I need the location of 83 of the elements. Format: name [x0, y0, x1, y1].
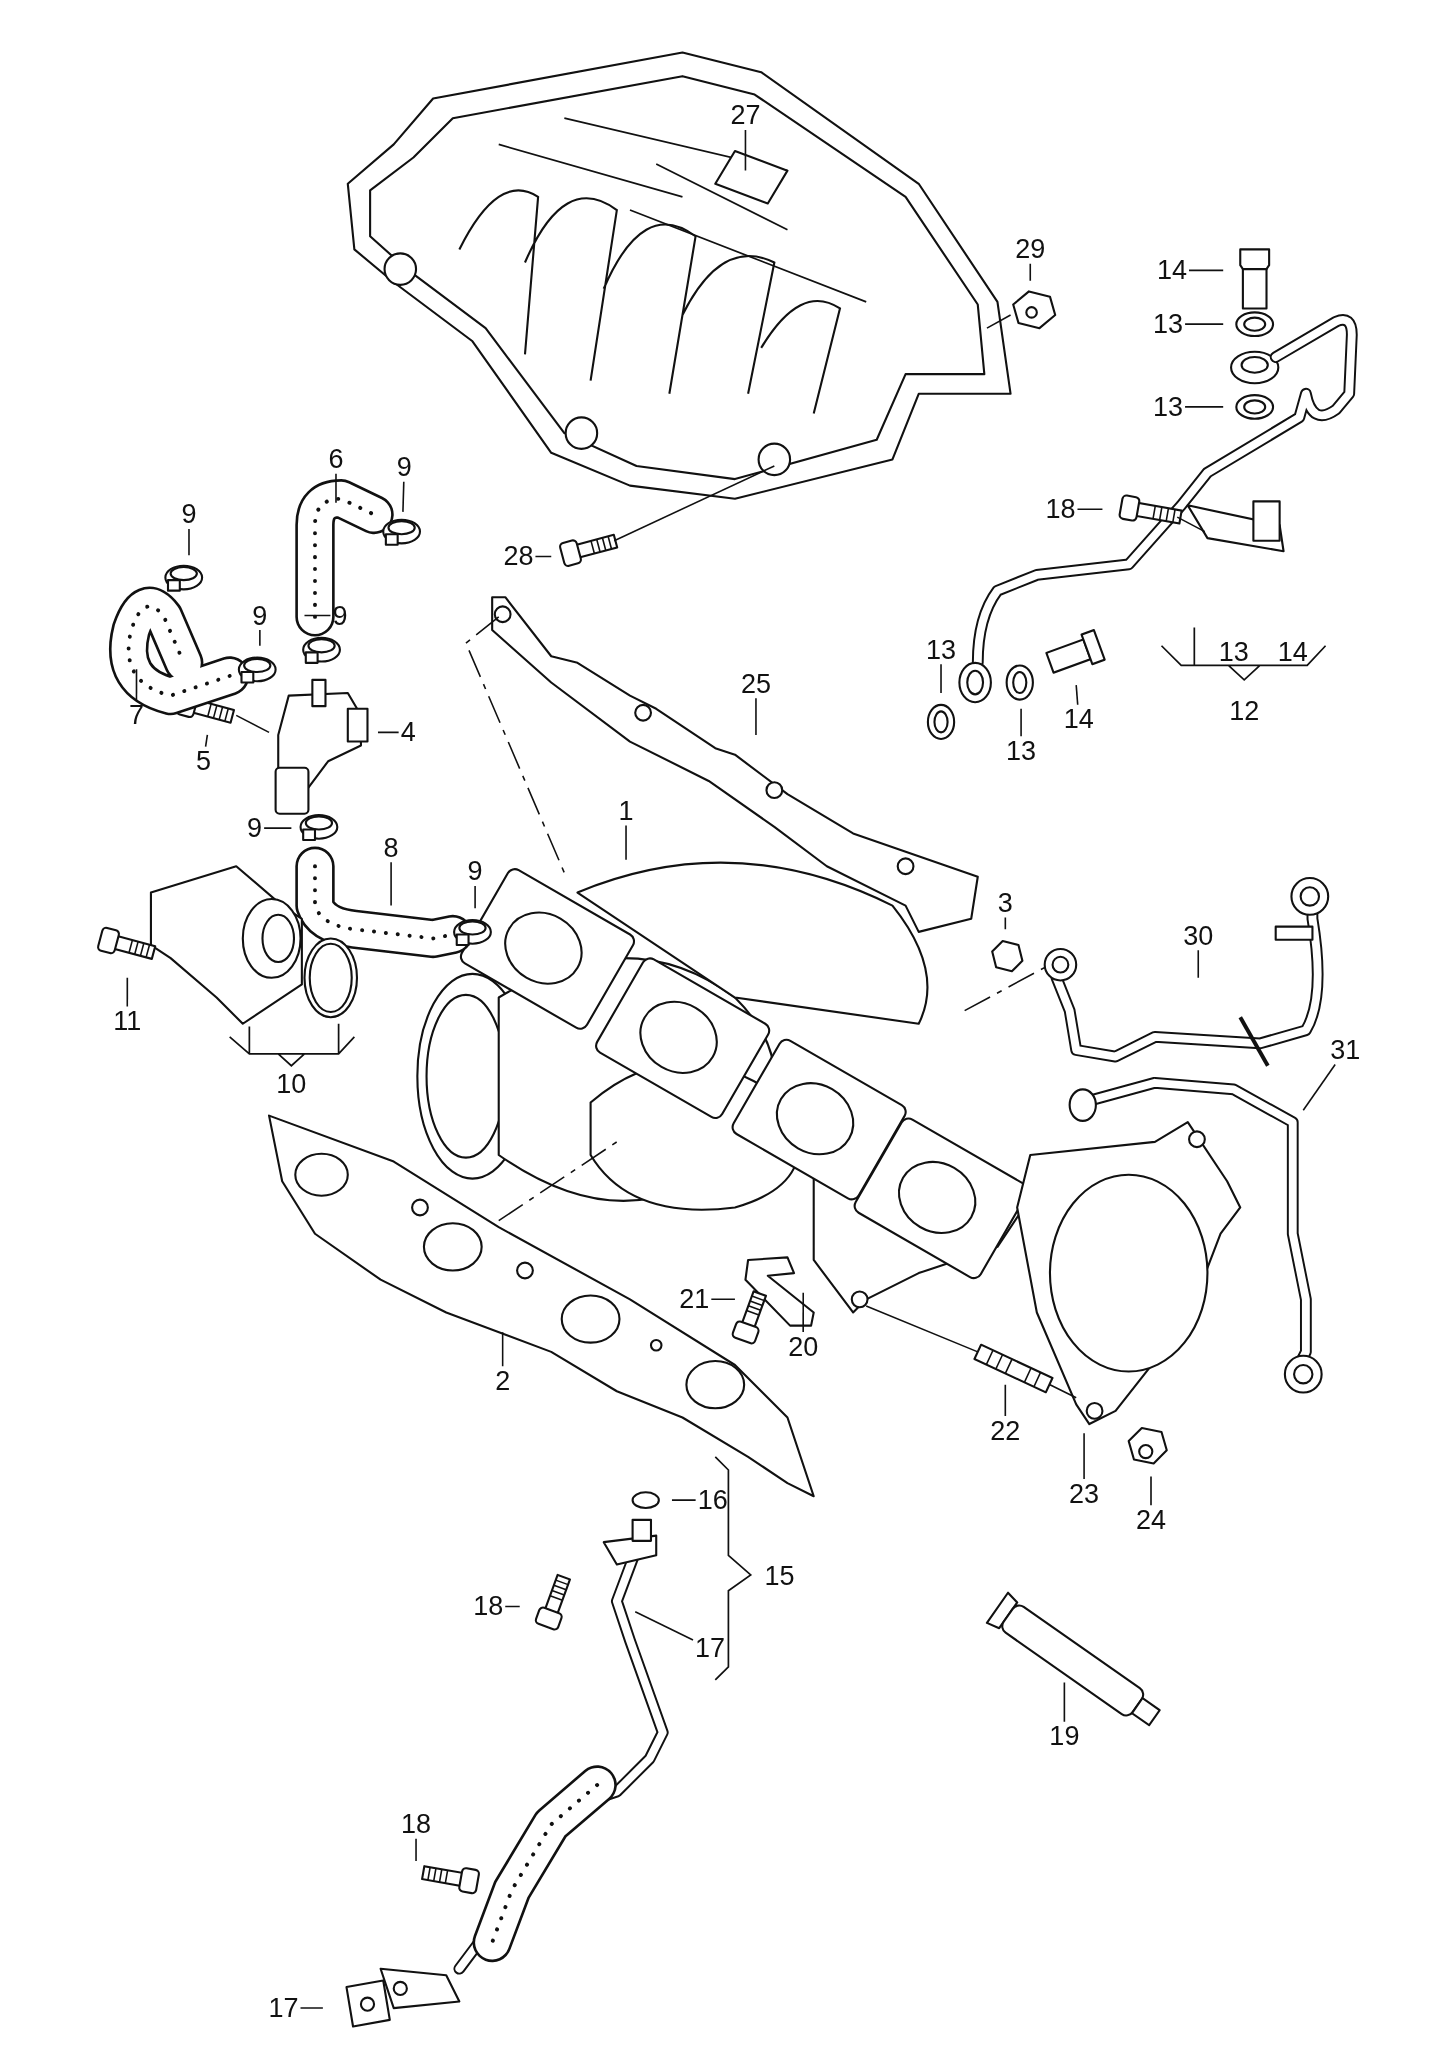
callout-number: 9: [179, 499, 199, 529]
leader-line: [671, 1499, 697, 1501]
leader-line: [1188, 269, 1224, 272]
callout-number: 1: [616, 796, 636, 826]
leader-line: [1004, 1383, 1007, 1417]
leader-line: [126, 976, 129, 1008]
leader-line: [263, 827, 293, 829]
leader-line: [135, 668, 138, 702]
leader-line: [390, 861, 392, 907]
leader-line: [1020, 707, 1022, 737]
leader-line: [1004, 916, 1007, 930]
callout-number: 15: [763, 1561, 796, 1591]
callout-number: 13: [1151, 392, 1186, 422]
leader-line: [1076, 508, 1104, 511]
callout-number: 2: [493, 1366, 513, 1396]
callout-number: 25: [738, 669, 773, 699]
callout-number: 13: [1151, 309, 1186, 339]
leader-line: [259, 629, 261, 647]
callout-number: 5: [193, 746, 213, 776]
callout-number: 13: [924, 635, 959, 665]
callout-number: 28: [501, 541, 536, 571]
leader-line: [940, 663, 942, 694]
callout-number: 23: [1067, 1479, 1102, 1509]
callout-number: 9: [394, 452, 414, 482]
callout-number: 17: [693, 1633, 728, 1663]
leader-line: [474, 885, 476, 909]
callout-number: 18: [471, 1591, 506, 1621]
leader-line: [402, 480, 405, 513]
leader-line: [710, 1298, 736, 1301]
callout-number: 21: [677, 1284, 712, 1314]
leader-line: [625, 824, 627, 861]
leader-line: [534, 555, 553, 558]
callout-number: 13: [1217, 637, 1250, 667]
leader-line: [1197, 949, 1200, 979]
leader-line: [1184, 406, 1224, 408]
callout-number: 11: [111, 1006, 144, 1036]
callout-number: 9: [250, 601, 270, 631]
callout-number: 9: [330, 601, 350, 631]
leader-line: [1029, 263, 1032, 282]
leader-line: [1302, 1063, 1336, 1112]
callout-number: 8: [381, 833, 401, 863]
leader-line: [188, 528, 190, 556]
callout-number: 16: [695, 1485, 730, 1515]
leader-line: [299, 2007, 324, 2009]
leader-line: [1150, 1475, 1152, 1507]
callout-number: 18: [399, 1809, 434, 1839]
leader-line: [1184, 323, 1224, 325]
leader-line: [415, 1838, 417, 1862]
leader-line: [504, 1605, 521, 1608]
callout-number: 30: [1181, 921, 1216, 951]
leader-line: [744, 129, 747, 172]
leader-line: [377, 731, 400, 734]
leader-line: [1083, 1432, 1085, 1480]
callout-number: 31: [1328, 1035, 1363, 1065]
leader-line: [1063, 1681, 1066, 1723]
callout-number: 24: [1134, 1505, 1168, 1535]
callout-number: 9: [465, 856, 485, 886]
callout-number: 14: [1276, 637, 1309, 667]
callout-number: 10: [275, 1069, 308, 1099]
callout-number: 6: [326, 444, 346, 474]
leader-line: [755, 697, 757, 736]
callout-number: 27: [728, 101, 763, 130]
leader-line: [634, 1610, 694, 1641]
callout-number: 3: [995, 888, 1015, 918]
leader-line: [303, 614, 332, 617]
leader-line: [1075, 684, 1079, 706]
callout-number: 4: [398, 717, 418, 747]
leader-line: [204, 734, 209, 748]
callout-number: 14: [1061, 704, 1096, 734]
leader-line: [335, 473, 337, 504]
callout-number: 9: [245, 813, 265, 843]
callout-number: 7: [126, 700, 146, 730]
callout-number: 29: [1013, 234, 1048, 264]
callout-number: 18: [1043, 494, 1078, 524]
callout-number: 13: [1004, 736, 1039, 766]
callout-number: 22: [988, 1416, 1023, 1446]
leader-line: [501, 1331, 504, 1367]
callout-number: 19: [1047, 1721, 1082, 1751]
callout-number: 12: [1228, 696, 1261, 726]
callout-number: 17: [266, 1993, 301, 2023]
callout-number: 20: [786, 1332, 821, 1362]
callout-number: 14: [1155, 255, 1189, 285]
leader-line: [802, 1291, 804, 1333]
